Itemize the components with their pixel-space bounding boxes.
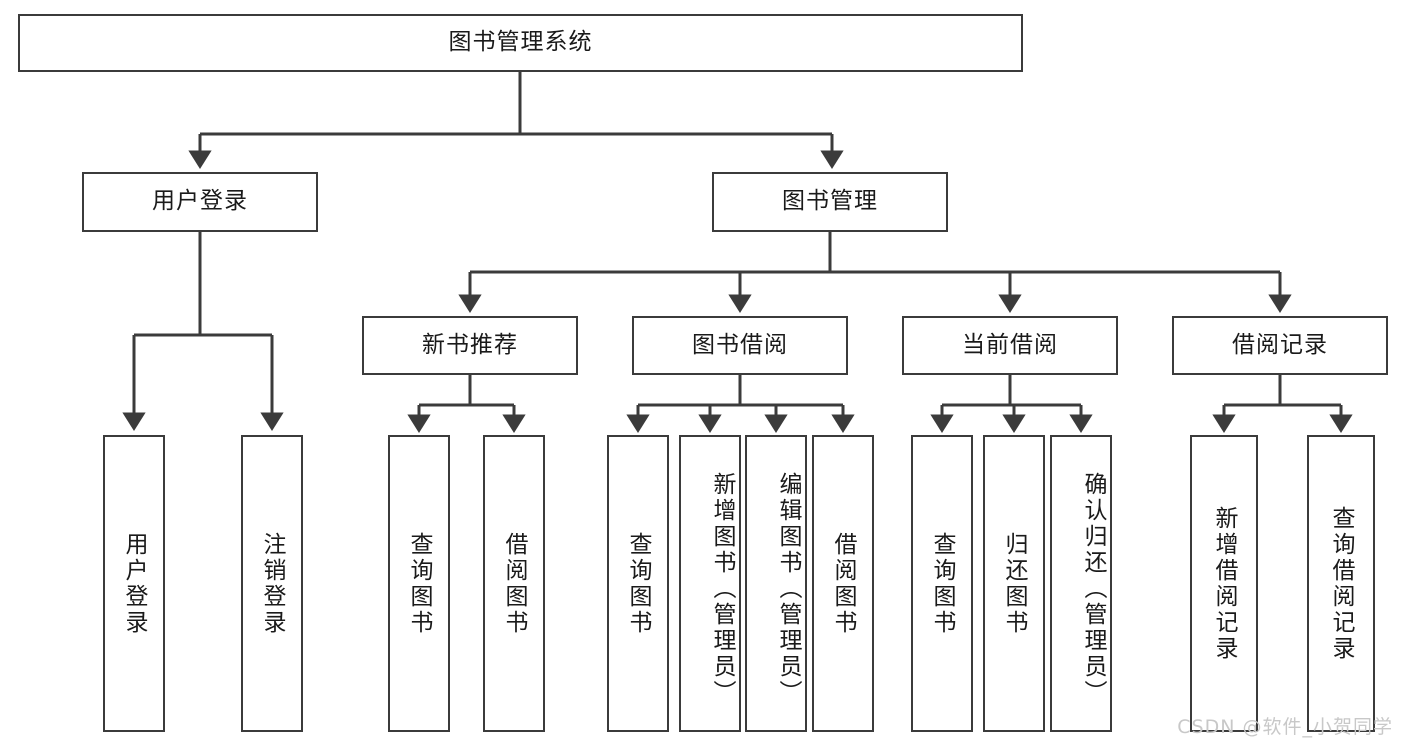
node-current-borrow-label: 当前借阅: [962, 331, 1058, 358]
node-leaf-query-book-3[interactable]: 查询图书: [911, 435, 973, 732]
node-leaf-borrow-book-2[interactable]: 借阅图书: [812, 435, 874, 732]
node-borrow-record[interactable]: 借阅记录: [1172, 316, 1388, 375]
node-leaf-confirm-return[interactable]: 确认归还（管理员）: [1050, 435, 1112, 732]
node-leaf-edit-book[interactable]: 编辑图书（管理员）: [745, 435, 807, 732]
node-book-manage-label: 图书管理: [782, 188, 878, 215]
node-current-borrow[interactable]: 当前借阅: [902, 316, 1118, 375]
node-book-borrow-label: 图书借阅: [692, 331, 788, 358]
node-book-borrow[interactable]: 图书借阅: [632, 316, 848, 375]
node-leaf-return-book[interactable]: 归还图书: [983, 435, 1045, 732]
node-leaf-query-book-2-label: 查询图书: [625, 531, 651, 636]
node-leaf-confirm-return-label: 确认归还（管理员）: [1080, 471, 1106, 706]
node-user-login[interactable]: 用户登录: [82, 172, 318, 232]
node-root[interactable]: 图书管理系统: [18, 14, 1023, 72]
node-borrow-record-label: 借阅记录: [1232, 331, 1328, 358]
node-leaf-user-login[interactable]: 用户登录: [103, 435, 165, 732]
node-leaf-query-borrow-record[interactable]: 查询借阅记录: [1307, 435, 1375, 732]
node-new-book-recommend[interactable]: 新书推荐: [362, 316, 578, 375]
node-leaf-user-login-label: 用户登录: [121, 531, 147, 636]
node-leaf-borrow-book-1-label: 借阅图书: [501, 531, 527, 636]
node-new-book-recommend-label: 新书推荐: [422, 331, 518, 358]
node-leaf-logout[interactable]: 注销登录: [241, 435, 303, 732]
node-leaf-borrow-book-1[interactable]: 借阅图书: [483, 435, 545, 732]
node-leaf-borrow-book-2-label: 借阅图书: [830, 531, 856, 636]
node-leaf-edit-book-label: 编辑图书（管理员）: [775, 471, 801, 706]
node-leaf-add-book[interactable]: 新增图书（管理员）: [679, 435, 741, 732]
node-leaf-add-borrow-record[interactable]: 新增借阅记录: [1190, 435, 1258, 732]
node-leaf-query-book-1[interactable]: 查询图书: [388, 435, 450, 732]
node-leaf-logout-label: 注销登录: [259, 531, 285, 636]
node-leaf-add-book-label: 新增图书（管理员）: [709, 471, 735, 706]
node-book-manage[interactable]: 图书管理: [712, 172, 948, 232]
node-leaf-add-borrow-record-label: 新增借阅记录: [1211, 505, 1237, 662]
node-leaf-return-book-label: 归还图书: [1001, 531, 1027, 636]
node-user-login-label: 用户登录: [152, 188, 248, 215]
node-leaf-query-book-1-label: 查询图书: [406, 531, 432, 636]
node-root-label: 图书管理系统: [448, 29, 593, 56]
node-leaf-query-book-3-label: 查询图书: [929, 531, 955, 636]
node-leaf-query-borrow-record-label: 查询借阅记录: [1328, 505, 1354, 662]
node-leaf-query-book-2[interactable]: 查询图书: [607, 435, 669, 732]
